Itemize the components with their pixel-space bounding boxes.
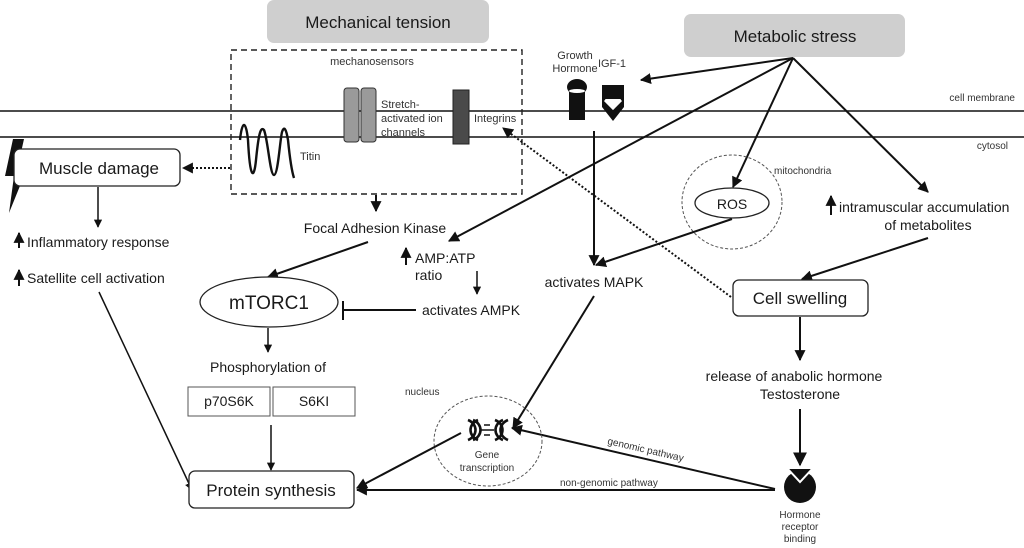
hrb-label-3: binding (784, 534, 816, 545)
nucleus-boundary (433, 395, 543, 487)
fak-to-mtorc1-arrow (266, 241, 369, 279)
mechanical-tension-header: Mechanical tension (267, 0, 489, 43)
metabolic-stress-label: Metabolic stress (734, 27, 857, 46)
satellite-to-protein-arrow (98, 291, 193, 491)
mitochondria-boundary (681, 154, 783, 250)
non-genomic-pathway-label: non-genomic pathway (560, 478, 658, 489)
satellite-label: Satellite cell activation (27, 270, 165, 286)
mitochondria-label: mitochondria (774, 166, 832, 177)
mechanosensors-box (230, 49, 523, 195)
cell-membrane-label: cell membrane (949, 93, 1015, 104)
release-label-2: Testosterone (760, 386, 840, 402)
gene-to-protein-arrow (356, 432, 462, 489)
metabolic-to-amp-arrow (448, 57, 794, 242)
phosphorylation-label: Phosphorylation of (210, 359, 326, 375)
metabolic-stress-header: Metabolic stress (684, 14, 905, 57)
s6k-box (272, 386, 356, 417)
dna-helix-icon (467, 418, 509, 442)
mapk-label: activates MAPK (545, 274, 644, 290)
mapk-to-gene-arrow (512, 295, 595, 429)
titin-spring-icon (238, 123, 296, 179)
ampk-label: activates AMPK (422, 302, 521, 318)
growth-hormone-receptor-icon (567, 79, 587, 120)
mechanical-tension-label: Mechanical tension (305, 13, 451, 32)
protein-synthesis-label: Protein synthesis (206, 481, 335, 500)
stretch-label-2: activated ion (381, 113, 443, 125)
metabolic-to-metabolites-arrow (792, 57, 929, 193)
muscle-damage-label: Muscle damage (39, 159, 159, 178)
cell-swelling-box (732, 279, 869, 317)
p70s6k-label: p70S6K (204, 393, 254, 409)
growth-label-1: Growth (557, 50, 592, 62)
stretch-label-3: channels (381, 127, 426, 139)
s6k-label: S6KI (299, 393, 329, 409)
ros-label: ROS (717, 196, 747, 212)
igf-label: IGF-1 (598, 58, 626, 70)
nucleus-label: nucleus (405, 387, 439, 398)
metabolic-to-receptors-arrow (639, 57, 794, 85)
mechanosensors-label: mechanosensors (330, 56, 414, 68)
hormone-receptor-icon (784, 467, 816, 503)
igf-receptor-icon (602, 85, 624, 121)
gene-label-1: Gene (475, 450, 500, 461)
protein-synthesis-box (188, 470, 355, 509)
integrin-icon (452, 89, 470, 145)
hrb-label-2: receptor (782, 522, 819, 533)
stretch-label-1: Stretch- (381, 99, 420, 111)
p70s6k-box (187, 386, 271, 417)
integrins-label: Integrins (474, 113, 517, 125)
gene-label-2: transcription (460, 463, 514, 474)
genomic-pathway-label: genomic pathway (606, 436, 684, 464)
hrb-label-1: Hormone (779, 510, 821, 521)
ros-node (694, 187, 770, 219)
cell-swelling-label: Cell swelling (753, 289, 847, 308)
swelling-to-integrins-arrow (502, 127, 732, 298)
cytosol-label: cytosol (977, 141, 1008, 152)
metabolites-to-swelling-arrow (800, 237, 929, 282)
ratio-label: ratio (415, 267, 442, 283)
amp-atp-label: AMP:ATP (415, 250, 475, 266)
genomic-pathway-arrow (510, 424, 776, 490)
titin-label: Titin (300, 151, 320, 163)
metabolites-label-1: intramuscular accumulation (839, 199, 1009, 215)
mtorc1-label: mTORC1 (229, 293, 309, 314)
growth-label-2: Hormone (552, 63, 597, 75)
ros-to-mapk-arrow (594, 218, 733, 268)
metabolites-label-2: of metabolites (884, 217, 971, 233)
ion-channel-icon (343, 87, 377, 143)
muscle-damage-box (13, 148, 181, 187)
fak-label: Focal Adhesion Kinase (304, 220, 447, 236)
mtorc1-node (199, 276, 339, 328)
inflammatory-label: Inflammatory response (27, 234, 170, 250)
release-label-1: release of anabolic hormone (706, 368, 883, 384)
metabolic-to-ros-arrow (732, 57, 794, 188)
